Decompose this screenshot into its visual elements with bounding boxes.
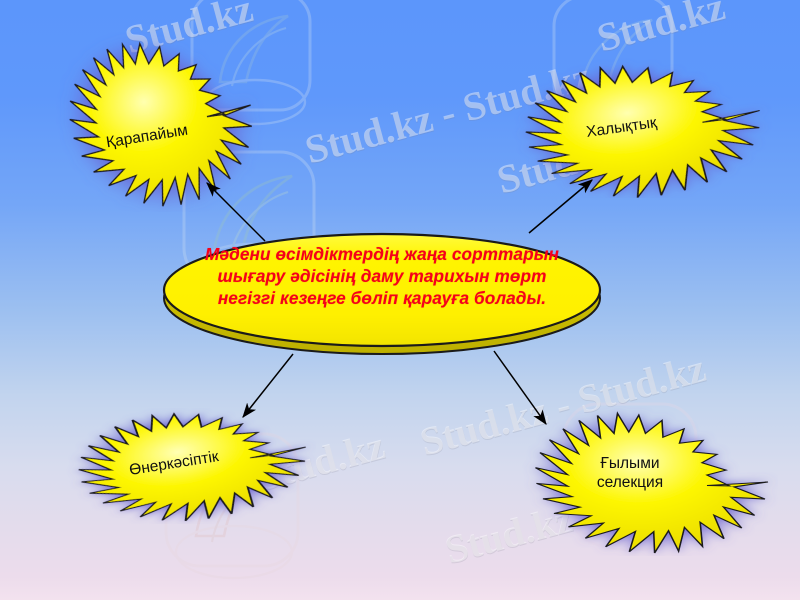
star-node-simple[interactable]: Қарапайым xyxy=(14,32,274,212)
star-node-folk[interactable]: Халықтық xyxy=(466,58,776,198)
star-node-industrial[interactable]: Өнеркәсіптік xyxy=(26,408,316,524)
central-ellipse[interactable] xyxy=(160,226,604,358)
star-label-scientific: Ғылыми селекция xyxy=(596,455,664,491)
central-statement-text: Мәдени өсімдіктердің жаңа сорттарын шыға… xyxy=(205,244,559,308)
connector-arrow xyxy=(528,179,593,234)
star-node-scientific[interactable]: Ғылыми селекция xyxy=(478,406,778,556)
ellipse-shape xyxy=(162,232,602,355)
starburst-shape xyxy=(69,41,253,207)
starburst-shape xyxy=(525,64,760,198)
connector-arrow xyxy=(242,353,294,418)
connector-arrow xyxy=(206,182,266,242)
starburst-shape xyxy=(78,412,306,522)
connector-arrow xyxy=(493,350,547,425)
starburst-shape xyxy=(534,411,769,554)
